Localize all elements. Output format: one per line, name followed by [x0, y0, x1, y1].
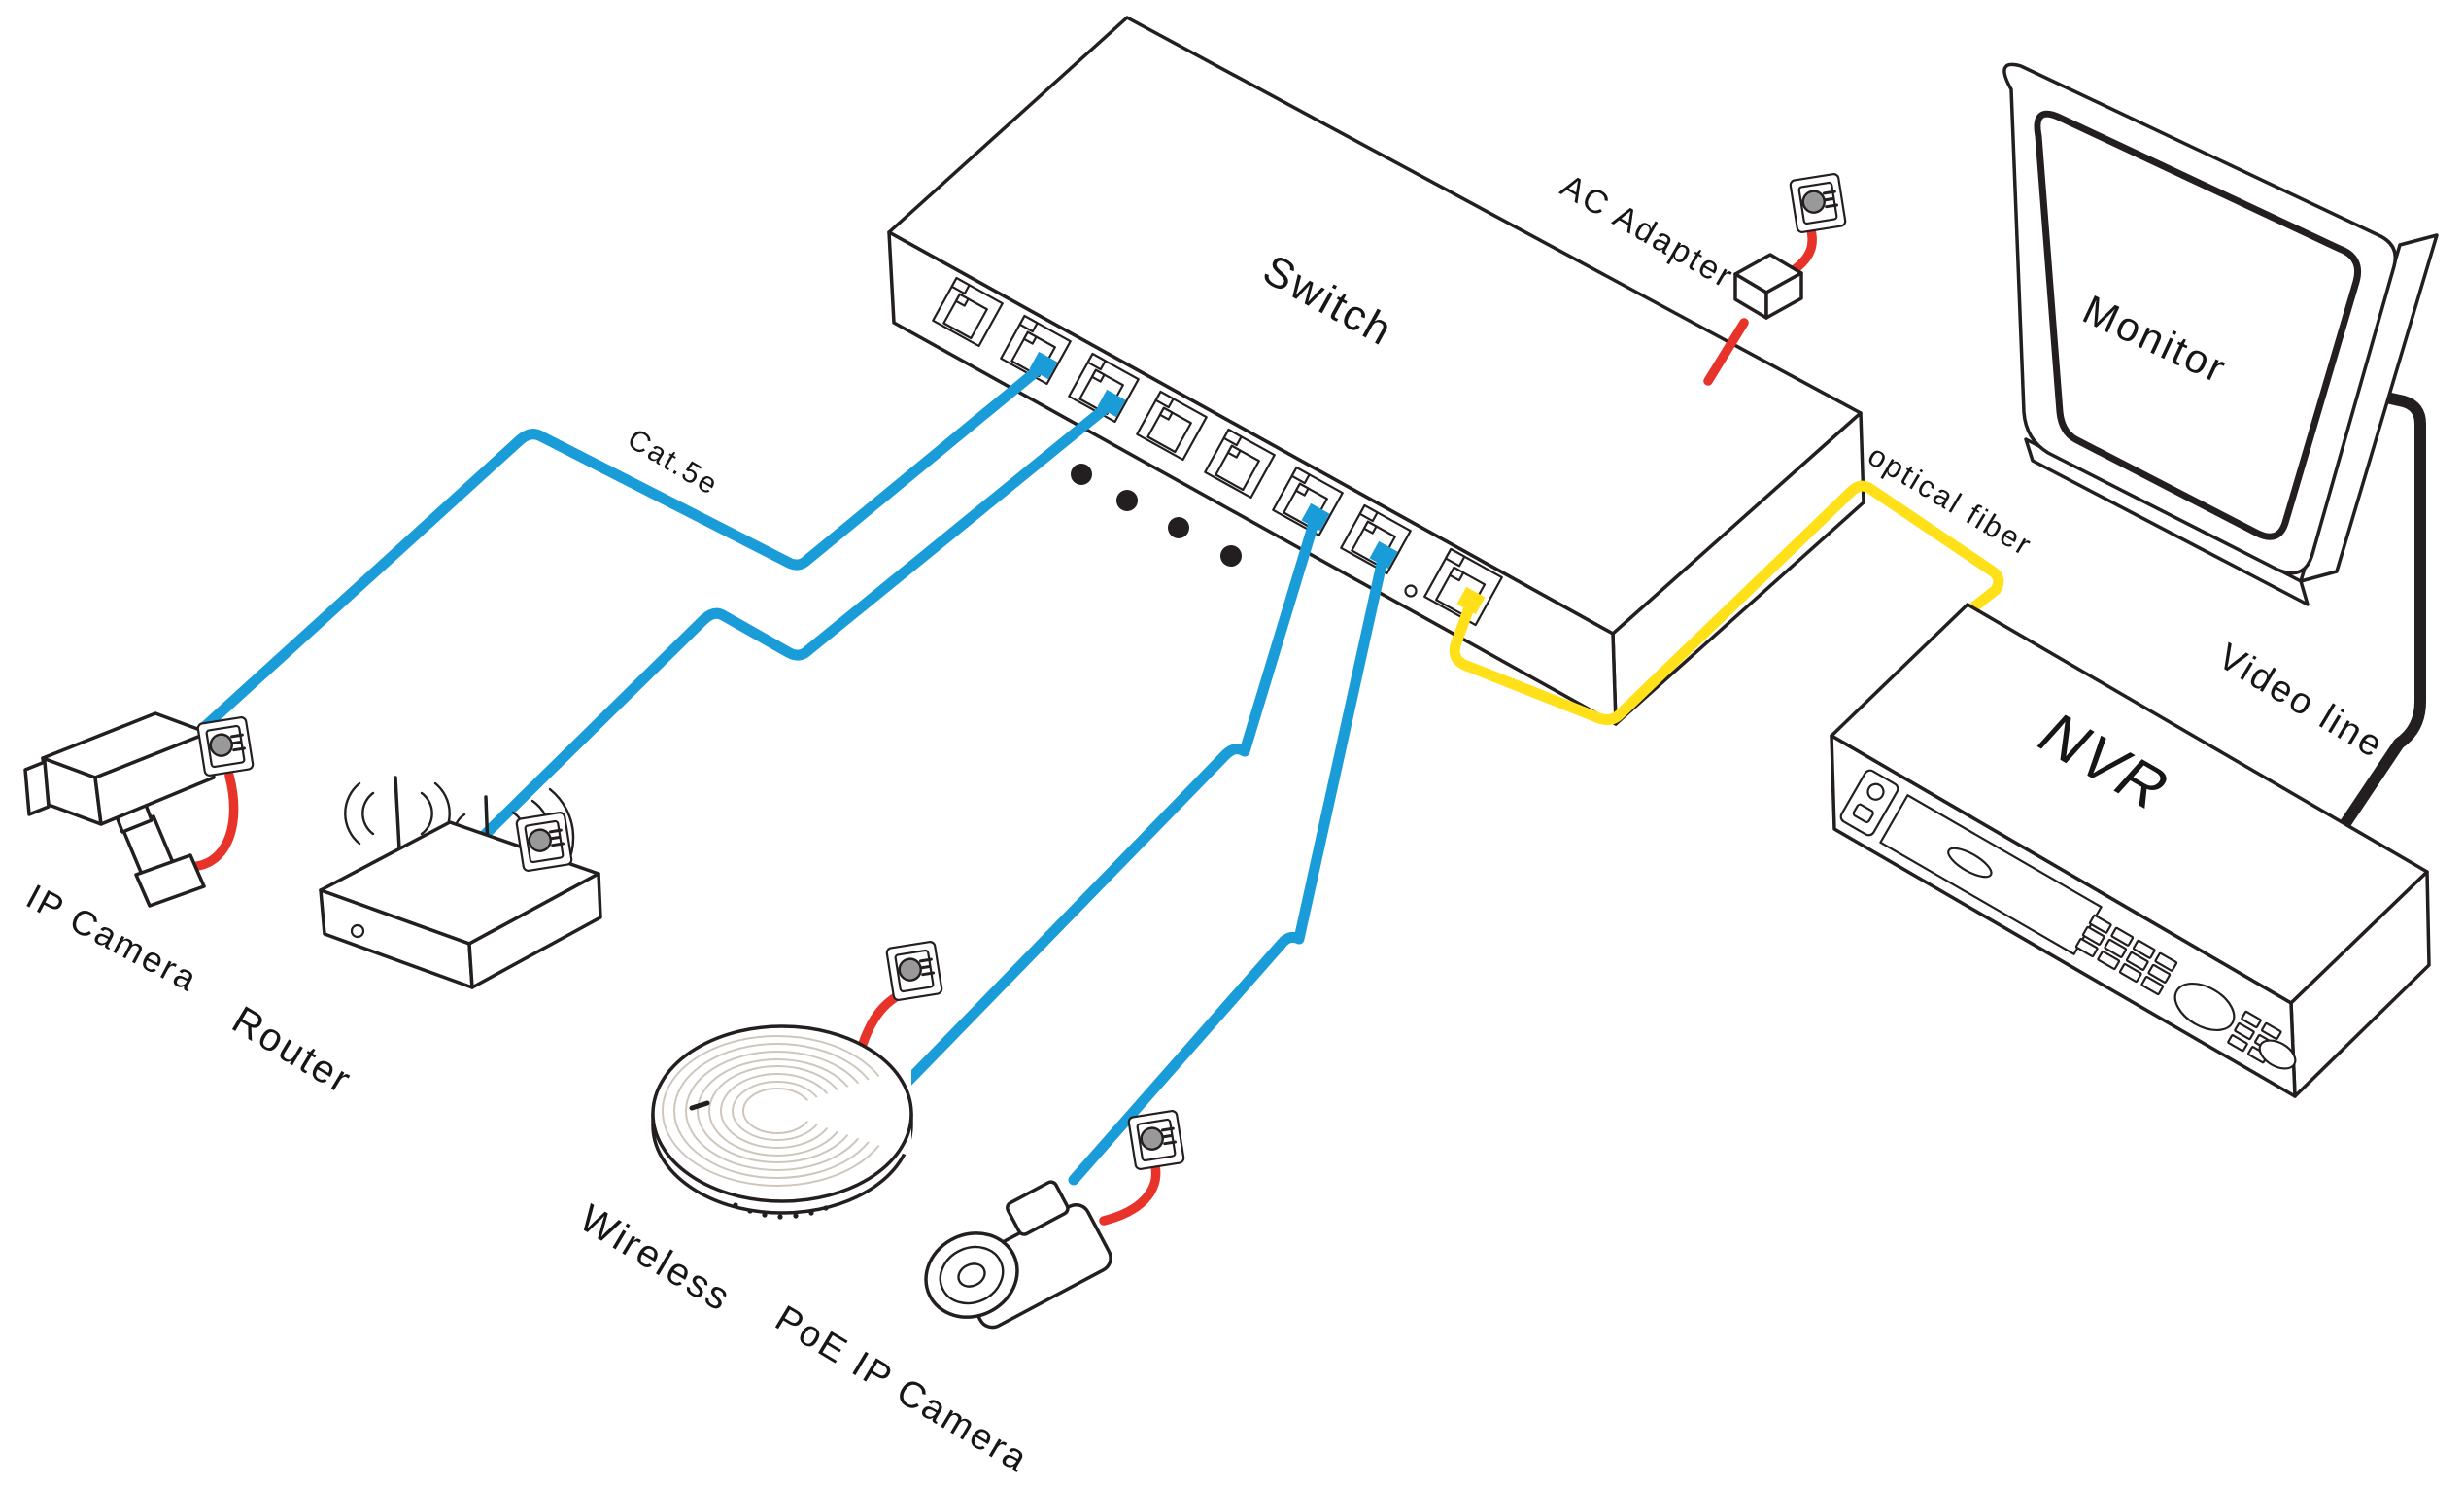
rj45-plug — [1097, 389, 1126, 418]
poe-ip-camera — [924, 1158, 1161, 1330]
wall-socket-ip-camera — [195, 714, 256, 778]
nvr-jog-dial — [2173, 982, 2236, 1032]
more-ports-dots — [1071, 464, 1242, 567]
ac-adapter — [1703, 225, 1817, 386]
nvr-button-grid — [2074, 914, 2178, 996]
cat5e-cable-wireless-ap — [903, 511, 1321, 1087]
nvr — [1830, 603, 2431, 1098]
router-antenna — [394, 776, 401, 851]
video-line-cable — [2334, 387, 2426, 838]
wall-socket-router — [514, 810, 574, 874]
switch-port — [1204, 428, 1276, 500]
fiber-plug — [1456, 586, 1486, 615]
wall-socket-ac — [1788, 171, 1848, 235]
poe-camera-bracket — [1006, 1180, 1070, 1236]
poe-camera-power-cord — [1099, 1158, 1161, 1226]
monitor — [2002, 62, 2439, 606]
wall-socket-wireless-ap — [884, 939, 944, 1003]
switch-port — [1136, 390, 1208, 462]
monitor-frame — [2002, 62, 2397, 575]
rj45-plug — [1029, 351, 1058, 380]
nvr-usb-panel — [1839, 769, 1899, 837]
rj45-plug — [1301, 502, 1330, 532]
nvr-power-button — [2258, 1039, 2297, 1070]
wireless-ap-vents — [733, 1202, 829, 1220]
ac-adapter-power-cord — [1789, 225, 1817, 275]
cat5e-cable-poe-camera — [1068, 549, 1389, 1186]
switch-port — [932, 276, 1004, 348]
wireless-label: Wireless — [572, 1196, 738, 1320]
wireless-ap — [651, 985, 914, 1220]
video-line-label: Video line — [2210, 636, 2391, 766]
rj45-plug — [1369, 540, 1398, 570]
wall-socket-poe-camera — [1126, 1108, 1186, 1172]
switch — [887, 16, 1865, 726]
ip-camera — [23, 711, 239, 908]
ip-camera-lens — [23, 760, 51, 816]
ac-adapter-dc-cord — [1703, 318, 1749, 386]
cat5e-cable-ip-camera — [194, 360, 1049, 737]
wireless-ap-disc — [651, 1024, 913, 1203]
monitor-screen — [2034, 110, 2362, 540]
router — [319, 776, 602, 989]
poe-camera-lens — [924, 1231, 1019, 1319]
cat5e-cable-router — [436, 398, 1117, 882]
router-led — [350, 923, 365, 939]
optical-fiber-cable — [1449, 480, 2004, 725]
router-right-face — [467, 872, 602, 989]
wireless-ap-led — [689, 1100, 710, 1111]
wifi-waves-icon — [344, 781, 451, 846]
switch-led — [1404, 584, 1418, 598]
router-label: Router — [224, 998, 359, 1102]
